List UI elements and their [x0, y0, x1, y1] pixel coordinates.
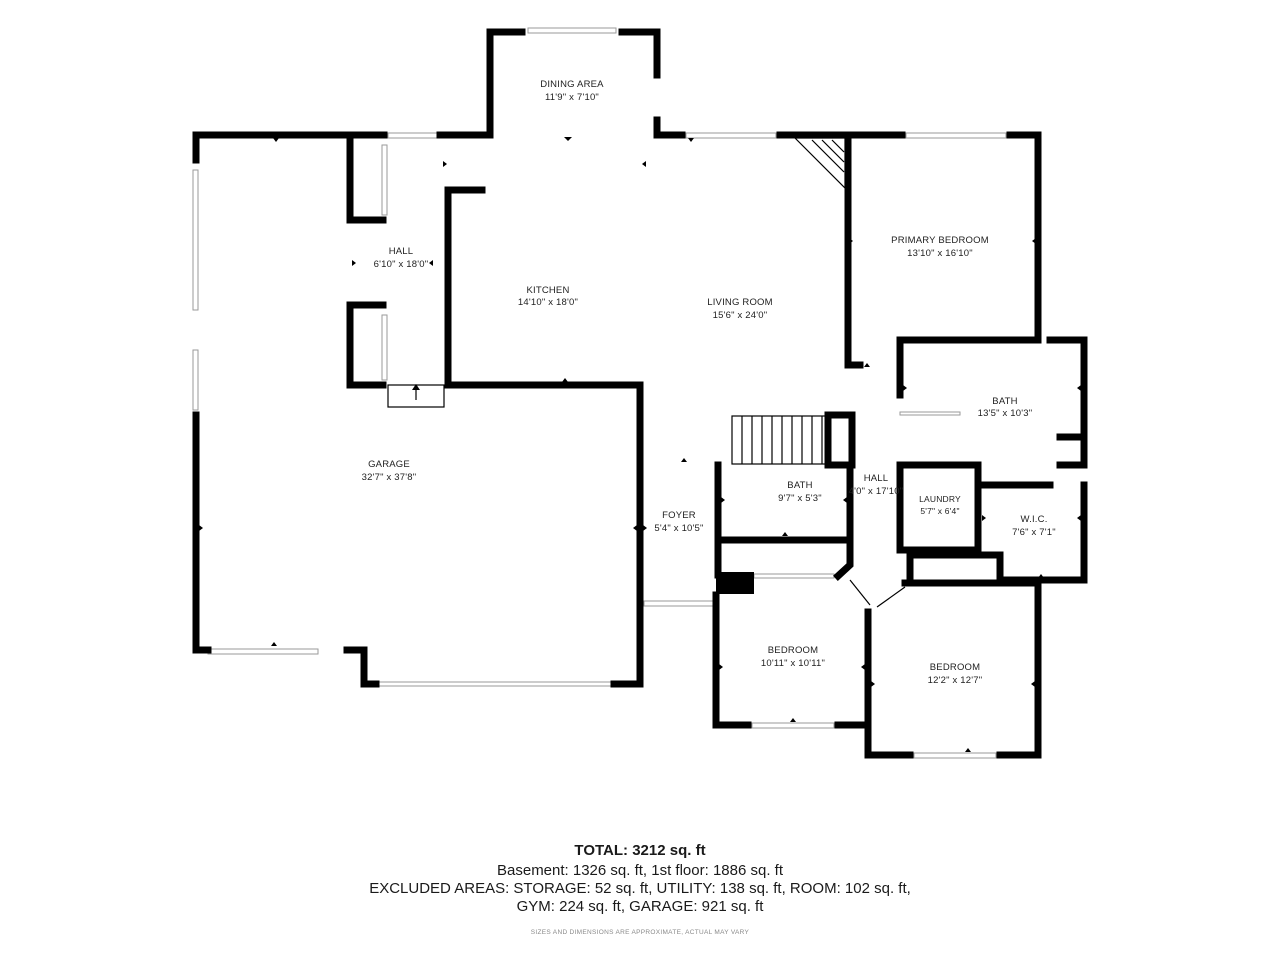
room-dims-bath-2: 9'7" x 5'3": [778, 493, 822, 504]
room-label-hall-2: HALL: [864, 473, 889, 484]
room-dims-hall: 6'10" x 18'0": [374, 259, 429, 270]
total-label: TOTAL:: [574, 842, 629, 859]
hall-angles: [849, 579, 906, 608]
room-label-foyer: FOYER: [662, 510, 696, 521]
room-label-wic: W.I.C.: [1020, 514, 1047, 525]
room-label-living-room: LIVING ROOM: [707, 297, 773, 308]
room-label-hall: HALL: [389, 246, 414, 257]
room-dims-bath-primary: 13'5" x 10'3": [978, 408, 1033, 419]
room-label-bedroom-2: BEDROOM: [930, 662, 981, 673]
room-dims-garage: 32'7" x 37'8": [362, 472, 417, 483]
room-dims-bedroom-1: 10'11" x 10'11": [761, 658, 825, 669]
room-label-kitchen: KITCHEN: [526, 285, 569, 296]
room-dims-hall-2: 4'0" x 17'10": [849, 486, 904, 497]
room-dims-bedroom-2: 12'2" x 12'7": [928, 675, 983, 686]
stairs: [731, 137, 846, 465]
total-area: TOTAL: 3212 sq. ft: [0, 842, 1280, 859]
room-label-primary-bedroom: PRIMARY BEDROOM: [891, 235, 989, 246]
room-label-laundry: LAUNDRY: [919, 494, 961, 504]
room-label-dining-area: DINING AREA: [540, 79, 604, 90]
closet-fill: [716, 572, 754, 594]
room-dims-laundry: 5'7" x 6'4": [920, 506, 959, 516]
room-dims-foyer: 5'4" x 10'5": [654, 523, 703, 534]
area-breakdown-line-1: Basement: 1326 sq. ft, 1st floor: 1886 s…: [497, 862, 783, 879]
room-label-bath-primary: BATH: [992, 396, 1017, 407]
dimension-ticks: [199, 137, 1081, 752]
hall-doorway: [387, 384, 445, 408]
disclaimer: SIZES AND DIMENSIONS ARE APPROXIMATE, AC…: [530, 929, 750, 936]
excluded-areas-line-1: EXCLUDED AREAS: STORAGE: 52 sq. ft, UTIL…: [369, 880, 911, 897]
walls: [192, 28, 1088, 759]
excluded-areas-line-2: GYM: 224 sq. ft, GARAGE: 921 sq. ft: [516, 898, 764, 915]
room-label-bedroom-1: BEDROOM: [768, 645, 819, 656]
room-label-bath-2: BATH: [787, 480, 812, 491]
total-value: 3212 sq. ft: [632, 842, 706, 859]
floor-plan: DINING AREA 11'9" x 7'10" HALL 6'10" x 1…: [192, 27, 1088, 759]
room-dims-dining-area: 11'9" x 7'10": [545, 92, 599, 103]
room-labels: DINING AREA 11'9" x 7'10" HALL 6'10" x 1…: [362, 79, 1056, 686]
room-dims-primary-bedroom: 13'10" x 16'10": [907, 248, 973, 259]
room-dims-wic: 7'6" x 7'1": [1012, 527, 1056, 538]
room-dims-kitchen: 14'10" x 18'0": [518, 297, 578, 308]
room-dims-living-room: 15'6" x 24'0": [713, 310, 768, 321]
room-label-garage: GARAGE: [368, 459, 410, 470]
